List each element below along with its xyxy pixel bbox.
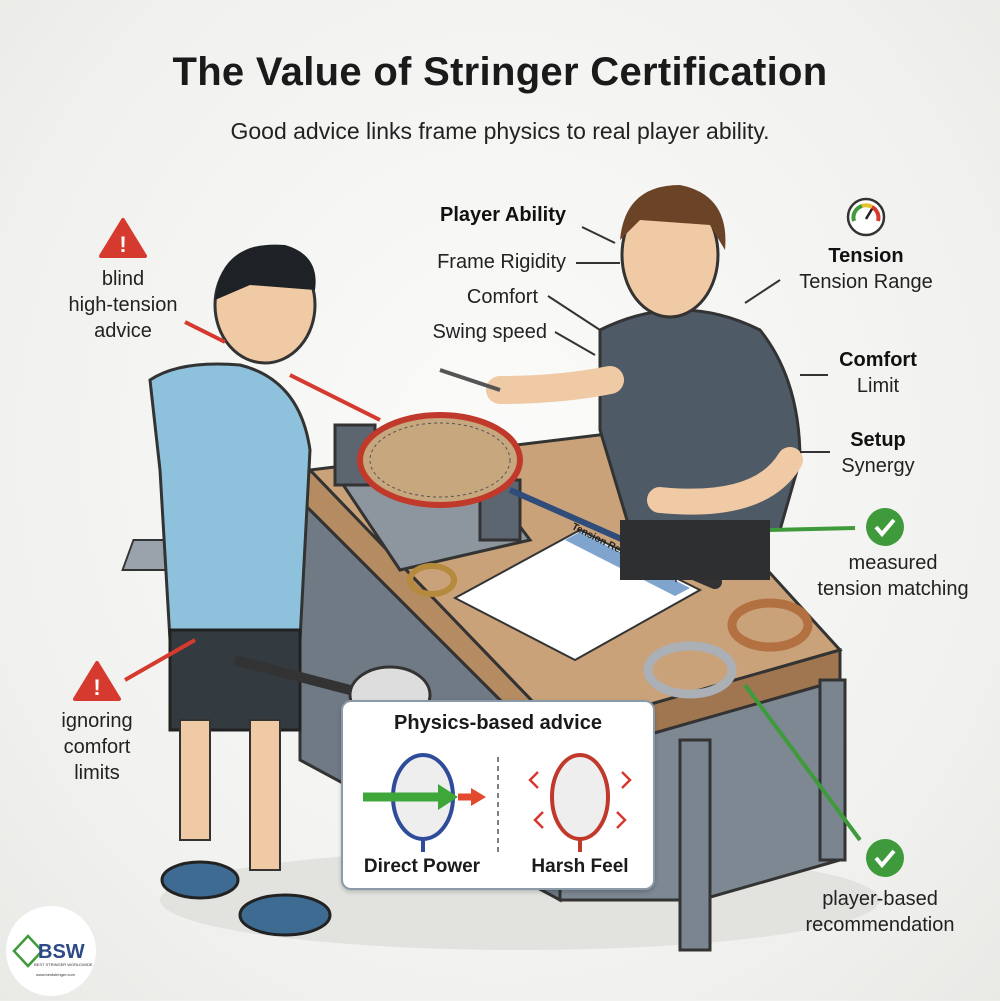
svg-text:!: ! — [93, 675, 100, 700]
svg-text:www.beststringer.com: www.beststringer.com — [36, 972, 76, 977]
callout-comfort: Comfort — [466, 286, 538, 308]
warning-pointer — [289, 373, 381, 422]
warning-icon: ! — [73, 661, 121, 701]
racket-harsh-feel — [528, 753, 632, 852]
callout-tension: Tension Tension Range — [799, 245, 933, 293]
callout-setup-synergy: Setup Synergy — [841, 429, 915, 477]
racket-direct-power — [363, 753, 486, 852]
caption-direct-power: Direct Power — [363, 856, 481, 877]
stringer-figure — [439, 185, 803, 580]
physics-advice-inset: Physics-based advice Direct Power Harsh … — [341, 700, 655, 890]
callout-player-ability: Player Ability — [440, 204, 566, 226]
warning-pointer — [184, 320, 226, 344]
logo-graphic: BSW BEST STRINGER WORLDWIDE www.beststri… — [12, 934, 93, 977]
warning-pointer — [124, 638, 196, 682]
stringing-machine — [333, 412, 722, 589]
callout-frame-rigidity: Frame Rigidity — [437, 251, 566, 273]
warning-icon: ! — [99, 218, 147, 258]
vibration-marks — [528, 771, 632, 829]
caption-harsh-feel: Harsh Feel — [531, 856, 629, 877]
svg-text:!: ! — [119, 232, 126, 257]
check-icon — [866, 508, 904, 546]
player-figure — [148, 244, 432, 937]
callout-swing-speed: Swing speed — [432, 321, 547, 343]
inset-title: Physics-based advice — [394, 712, 602, 734]
check-pointer — [743, 683, 862, 842]
leader-lines — [547, 226, 830, 453]
svg-text:BSW: BSW — [38, 941, 85, 963]
page-title: The Value of Stringer Certification — [172, 50, 828, 94]
check-pointer — [769, 526, 856, 532]
page-subtitle: Good advice links frame physics to real … — [230, 118, 770, 144]
callout-comfort-limit: Comfort Limit — [839, 349, 917, 397]
check-icon — [866, 839, 904, 877]
gauge-icon — [846, 197, 886, 237]
bsw-logo: BSW BEST STRINGER WORLDWIDE www.beststri… — [6, 906, 96, 996]
svg-text:BEST STRINGER WORLDWIDE: BEST STRINGER WORLDWIDE — [34, 962, 93, 967]
inset-diagram — [363, 753, 632, 852]
